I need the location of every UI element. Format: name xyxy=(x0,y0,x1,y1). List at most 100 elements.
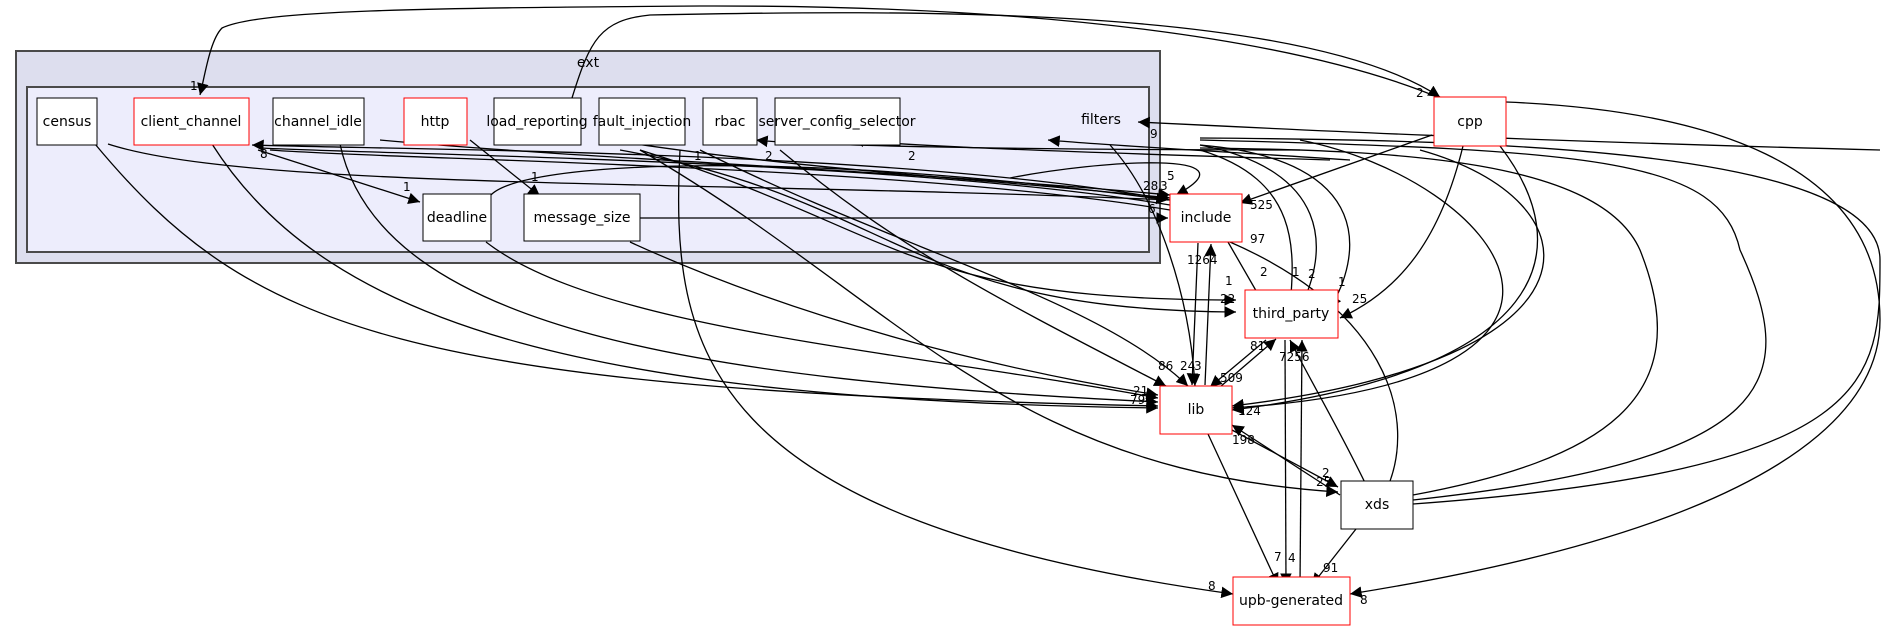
node-label: census xyxy=(43,114,92,130)
cluster-ext-title: ext xyxy=(577,55,600,71)
edge-cpp-to-third-party xyxy=(1339,145,1464,319)
edge-lib-to-upb xyxy=(1207,433,1279,586)
node-rbac[interactable]: rbac xyxy=(702,97,758,146)
node-box[interactable] xyxy=(702,97,758,146)
edge-label: 2 xyxy=(1308,267,1316,281)
node-box[interactable] xyxy=(774,97,901,146)
node-census[interactable]: census xyxy=(36,97,98,146)
node-upb-generated[interactable]: upb-generated xyxy=(1232,576,1351,626)
node-box[interactable] xyxy=(1232,576,1351,626)
node-box[interactable] xyxy=(523,193,641,242)
node-box[interactable] xyxy=(1340,480,1414,530)
edge-label: 25 xyxy=(1352,292,1367,306)
node-fault-injection[interactable]: fault_injection xyxy=(593,97,692,146)
edge xyxy=(1231,145,1539,415)
node-cpp[interactable]: cpp xyxy=(1433,96,1507,147)
edge-xds-to-upb xyxy=(1311,528,1357,586)
node-message-size[interactable]: message_size xyxy=(523,193,641,242)
edge xyxy=(1199,228,1399,494)
edge xyxy=(211,143,1159,414)
node-xds[interactable]: xds xyxy=(1340,480,1414,530)
edge-http-to-message-size xyxy=(469,139,541,197)
edge-left-to-upb xyxy=(677,149,1234,599)
node-box[interactable] xyxy=(1433,96,1507,147)
node-third-party[interactable]: third_party xyxy=(1244,289,1339,339)
node-label: server_config_selector xyxy=(758,114,915,130)
node-label: message_size xyxy=(533,210,630,226)
node-label: http xyxy=(421,114,450,130)
node-label: xds xyxy=(1365,497,1389,513)
edge-lib-to-third-party xyxy=(1219,338,1277,388)
edge xyxy=(1199,149,1297,309)
cluster-filters-title[interactable]: filters xyxy=(1081,112,1121,128)
node-box[interactable] xyxy=(493,97,582,146)
node-label: cpp xyxy=(1457,114,1483,130)
node-box[interactable] xyxy=(1159,385,1233,435)
edge xyxy=(1231,149,1545,411)
edge xyxy=(1047,135,1351,161)
edge xyxy=(1199,144,1351,309)
edge-label: 86 xyxy=(1158,359,1173,373)
node-label: load_reporting xyxy=(486,114,587,130)
node-label: client_channel xyxy=(141,114,242,130)
edge-label: 21 xyxy=(1133,384,1148,398)
edge-label: 9 xyxy=(1150,127,1158,141)
node-server-config-selector[interactable]: server_config_selector xyxy=(758,97,916,146)
node-label: rbac xyxy=(715,114,746,130)
node-label: upb-generated xyxy=(1239,593,1343,609)
node-label: include xyxy=(1181,210,1232,226)
edge xyxy=(639,149,1339,498)
node-channel-idle[interactable]: channel_idle xyxy=(272,97,365,146)
edge-label: 2 xyxy=(1260,265,1268,279)
node-lib[interactable]: lib xyxy=(1159,385,1233,435)
edge-cpp-to-client-channel xyxy=(197,5,1441,99)
node-box[interactable] xyxy=(133,97,250,146)
edge xyxy=(1280,339,1292,586)
edge-label: 6 xyxy=(1148,202,1156,216)
node-box[interactable] xyxy=(598,97,686,146)
node-http[interactable]: http xyxy=(403,97,468,146)
node-box[interactable] xyxy=(1244,289,1339,339)
edge-label: 509 xyxy=(1220,371,1243,385)
edge-label: 2 xyxy=(765,149,773,163)
edge-label: 525 xyxy=(1250,198,1273,212)
edge xyxy=(485,241,1159,402)
edge-census-to-include xyxy=(107,143,1171,201)
edge-label: 2 xyxy=(1416,86,1424,100)
edge-label: 79 xyxy=(1130,393,1145,407)
edge xyxy=(619,149,1237,318)
node-load-reporting[interactable]: load_reporting xyxy=(486,97,588,146)
edge xyxy=(339,143,1159,408)
edge-label: 91 xyxy=(1323,561,1338,575)
node-deadline[interactable]: deadline xyxy=(422,193,492,242)
edge-label: 7256 xyxy=(1279,350,1310,364)
node-box[interactable] xyxy=(36,97,98,146)
edge-lib-to-include xyxy=(1204,243,1217,386)
edge-to-filters xyxy=(1137,116,1881,151)
edge-label: 3 xyxy=(1160,179,1168,193)
edge-bundle-1 xyxy=(251,139,1171,201)
node-box[interactable] xyxy=(1169,193,1243,243)
edge-label: 1 xyxy=(1225,274,1233,288)
node-include[interactable]: include xyxy=(1169,193,1243,243)
edge xyxy=(1009,162,1201,196)
edge-label: 5 xyxy=(1167,169,1175,183)
edge-label: 22 xyxy=(1220,292,1235,306)
edge-label: 2 xyxy=(1322,466,1330,480)
edge-label: 198 xyxy=(1232,433,1255,447)
edge-label: 2 xyxy=(908,149,916,163)
edge-label: 7 xyxy=(1274,550,1282,564)
edge-label: 4 xyxy=(1288,551,1296,565)
node-client-channel[interactable]: client_channel xyxy=(133,97,250,146)
edge-label: 81 xyxy=(1250,339,1265,353)
node-box[interactable] xyxy=(272,97,365,146)
edge xyxy=(1289,339,1371,494)
edge-label: 1 xyxy=(1292,265,1300,279)
edge-labels: 1 2 8 1 1 1 2 2 9 28 3 5 6 525 97 1264 2… xyxy=(190,79,1424,607)
node-box[interactable] xyxy=(422,193,492,242)
node-label: fault_injection xyxy=(593,114,692,130)
node-box[interactable] xyxy=(403,97,468,146)
edge xyxy=(1231,139,1504,414)
edge-client-channel-to-deadline xyxy=(257,149,421,204)
